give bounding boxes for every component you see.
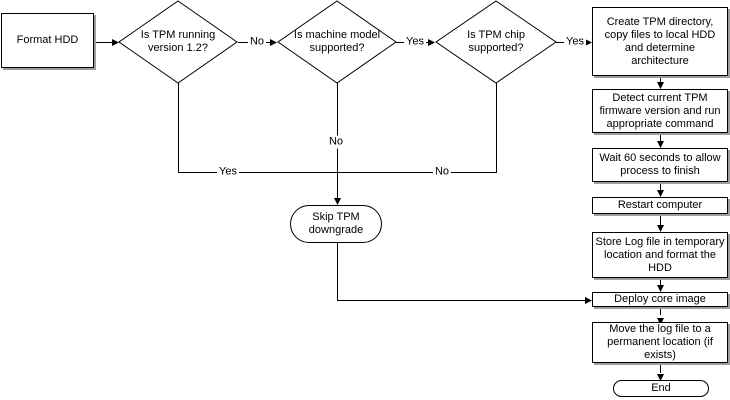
decision-label-tpm-version: Is TPM running version 1.2? [140, 29, 216, 54]
arrowhead-icon [657, 225, 664, 232]
decision-label-tpm-chip: Is TPM chip supported? [467, 29, 525, 54]
decision-label-machine-model: Is machine model supported? [293, 29, 381, 54]
edge-label-tpm-chip-yes: Yes [564, 35, 586, 49]
decision-diamond-tpm-version [118, 0, 238, 84]
node-deploy-core-image: Deploy core image [592, 292, 728, 307]
edge-label-tpm-chip-no: No [432, 165, 452, 179]
node-format-hdd: Format HDD [1, 13, 94, 68]
node-create-tpm-directory: Create TPM directory, copy files to loca… [592, 7, 728, 76]
node-store-log-file: Store Log file in temporary location and… [592, 232, 728, 278]
node-skip-tpm-downgrade: Skip TPM downgrade [290, 205, 382, 243]
node-move-log-file: Move the log file to a permanent locatio… [592, 322, 728, 363]
arrowhead-icon [334, 198, 341, 205]
edge-d1-yes-to-junction [178, 83, 337, 173]
arrowhead-icon [657, 82, 664, 89]
node-wait-60-seconds: Wait 60 seconds to allow process to fini… [592, 148, 728, 182]
decision-diamond-tpm-chip [435, 0, 557, 84]
arrowhead-icon [657, 190, 664, 197]
edge-label-machine-model-no: No [326, 135, 346, 149]
arrowhead-icon [112, 39, 119, 46]
decision-diamond-machine-model [277, 0, 397, 84]
edge-label-tpm-version-yes: Yes [217, 165, 239, 179]
edge-skip-to-deploy [337, 243, 585, 301]
node-detect-firmware: Detect current TPM firmware version and … [592, 89, 728, 133]
edge-label-tpm-version-no: No [247, 35, 267, 49]
arrowhead-icon [428, 39, 435, 46]
arrowhead-icon [270, 39, 277, 46]
edge-label-machine-model-yes: Yes [404, 35, 426, 49]
edge-d3-no-to-junction [337, 82, 497, 173]
arrowhead-icon [657, 141, 664, 148]
arrowhead-icon [657, 285, 664, 292]
node-end: End [613, 380, 709, 397]
arrowhead-icon [585, 297, 592, 304]
arrowhead-icon [657, 318, 664, 325]
node-restart-computer: Restart computer [592, 197, 728, 214]
arrowhead-icon [585, 39, 592, 46]
arrowhead-icon [657, 374, 664, 381]
